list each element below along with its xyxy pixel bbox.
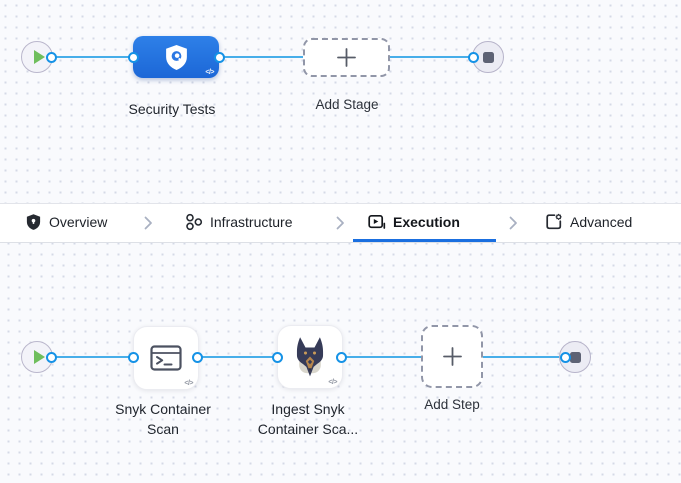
tab-overview[interactable]: Overview bbox=[25, 204, 107, 240]
tab-label: Advanced bbox=[570, 214, 633, 230]
chevron-right-icon bbox=[144, 216, 152, 230]
shield-icon bbox=[26, 214, 41, 230]
stop-icon bbox=[482, 51, 494, 63]
plus-icon bbox=[442, 347, 462, 366]
connector-port bbox=[559, 351, 571, 363]
connector-line bbox=[340, 356, 422, 358]
play-icon bbox=[33, 350, 45, 364]
code-badge: </> bbox=[205, 69, 214, 76]
code-badge: </> bbox=[184, 380, 193, 387]
snyk-doberman-icon bbox=[296, 337, 324, 377]
play-icon bbox=[33, 50, 45, 64]
add-step-button[interactable] bbox=[421, 325, 483, 388]
security-shield-icon bbox=[165, 44, 187, 70]
tab-infrastructure[interactable]: Infrastructure bbox=[185, 204, 292, 240]
connector-port bbox=[467, 51, 479, 63]
add-stage-button[interactable] bbox=[303, 38, 390, 77]
stop-icon bbox=[569, 351, 581, 363]
connector-port bbox=[335, 351, 347, 363]
connector-line bbox=[196, 356, 278, 358]
step-node-ingest-snyk[interactable]: </> bbox=[277, 325, 343, 389]
connector-line bbox=[50, 56, 134, 58]
stage-node-security-tests[interactable]: </> bbox=[133, 36, 219, 78]
chevron-right-icon bbox=[336, 216, 344, 230]
stage-label: Security Tests bbox=[128, 101, 216, 117]
code-badge: </> bbox=[328, 379, 337, 386]
terminal-icon bbox=[150, 345, 182, 371]
add-stage-label: Add Stage bbox=[315, 97, 379, 112]
connector-port bbox=[45, 51, 57, 63]
connector-port bbox=[45, 351, 57, 363]
active-tab-underline bbox=[353, 239, 496, 242]
tab-label: Execution bbox=[393, 214, 460, 230]
connector-port bbox=[271, 351, 283, 363]
stage-canvas: </> Security Tests Add Stage bbox=[0, 0, 681, 203]
connector-port bbox=[127, 351, 139, 363]
connector-line bbox=[390, 56, 474, 58]
advanced-gear-icon bbox=[546, 213, 562, 230]
step-node-snyk-container-scan[interactable]: </> bbox=[133, 326, 199, 390]
connector-line bbox=[50, 356, 134, 358]
infrastructure-nodes-icon bbox=[186, 213, 203, 231]
tab-execution[interactable]: Execution bbox=[368, 204, 460, 240]
connector-port bbox=[127, 51, 139, 63]
stage-tabbar: Overview Infrastructure Execution bbox=[0, 203, 681, 243]
step-label: Snyk Container Scan bbox=[115, 401, 211, 437]
add-step-label: Add Step bbox=[424, 397, 480, 412]
execution-canvas: </> </> Snyk bbox=[0, 243, 681, 483]
step-label: Ingest Snyk Container Sca... bbox=[257, 401, 359, 437]
connector-port bbox=[213, 51, 225, 63]
connector-port bbox=[191, 351, 203, 363]
connector-line bbox=[218, 56, 304, 58]
tab-label: Infrastructure bbox=[210, 214, 293, 230]
tab-label: Overview bbox=[49, 214, 108, 230]
tab-advanced[interactable]: Advanced bbox=[545, 204, 632, 240]
plus-icon bbox=[337, 48, 356, 67]
connector-line bbox=[482, 356, 566, 358]
execution-play-icon bbox=[368, 214, 386, 229]
chevron-right-icon bbox=[509, 216, 517, 230]
